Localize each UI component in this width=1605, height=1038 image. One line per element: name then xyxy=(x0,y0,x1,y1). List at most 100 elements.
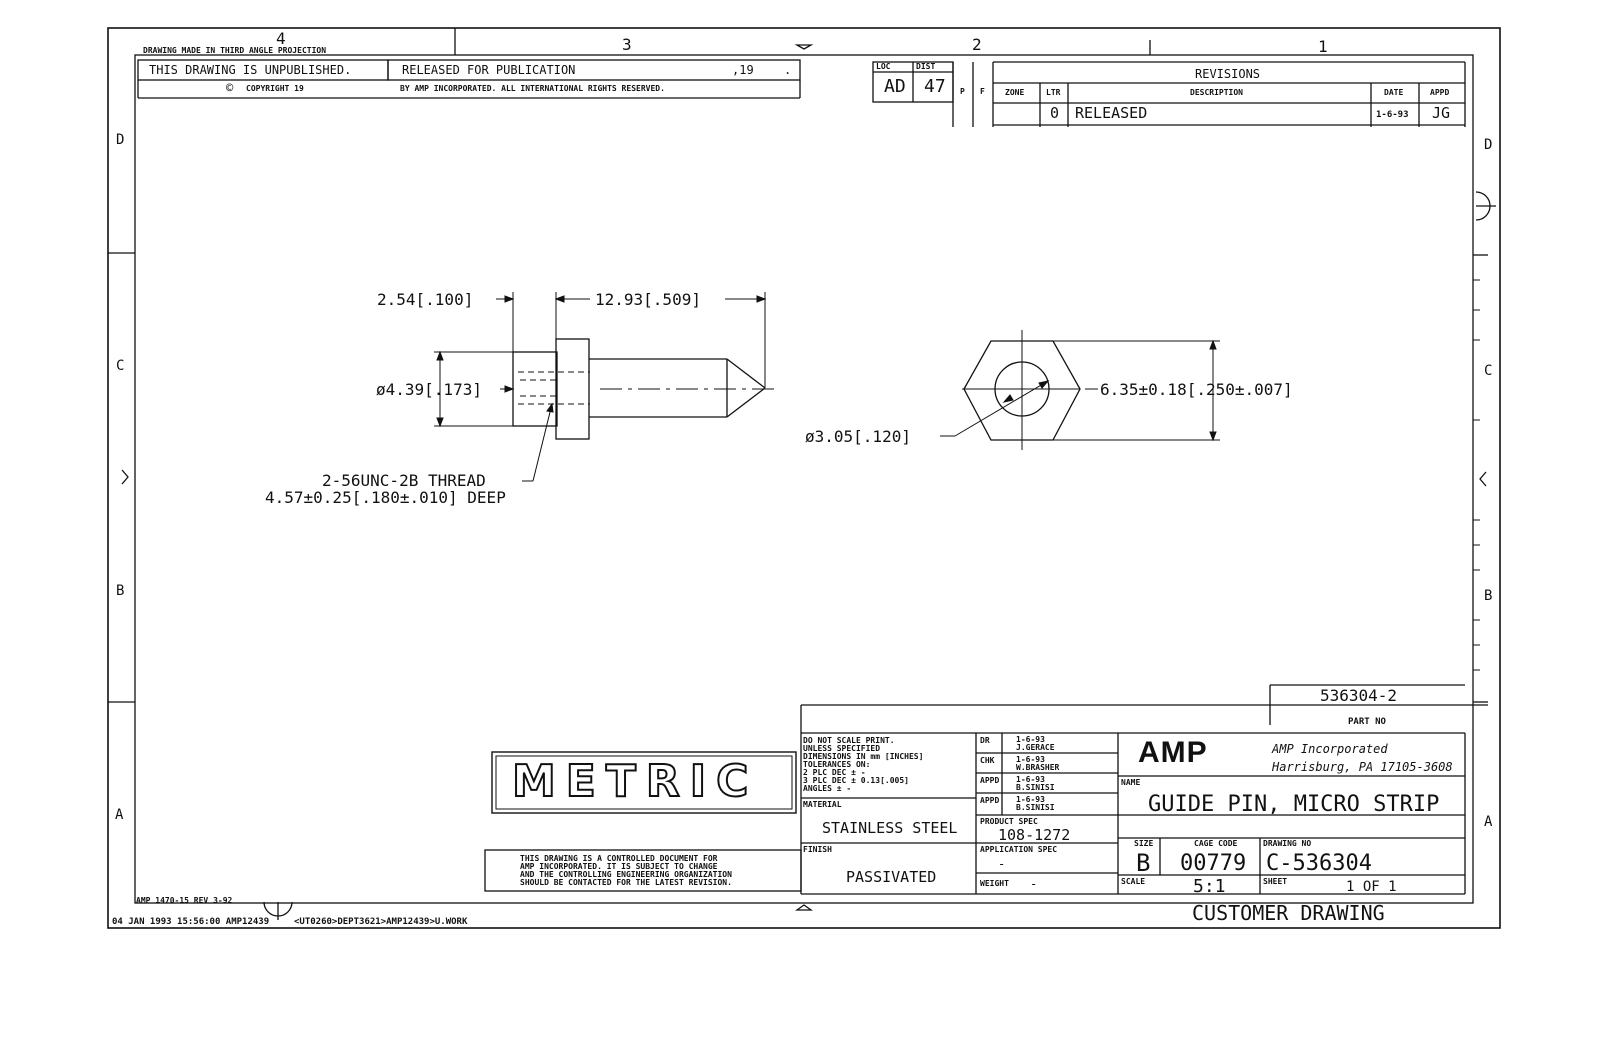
part-number-label: PART NO xyxy=(1348,717,1386,727)
signoff-chk-label: CHK xyxy=(980,756,995,765)
drawing-number-label: DRAWING NO xyxy=(1263,839,1312,848)
loc-value: AD xyxy=(884,76,906,97)
amp-logo: AMP xyxy=(1138,736,1208,769)
general-note-7: ANGLES ± - xyxy=(803,784,852,793)
zone-column-4: 4 xyxy=(276,29,286,48)
form-number: AMP 1470-15 REV 3-92 xyxy=(136,896,233,905)
signoff-dr-label: DR xyxy=(980,736,990,745)
application-spec-value: - xyxy=(998,857,1006,871)
revisions-header-date: DATE xyxy=(1384,88,1404,97)
material-label: MATERIAL xyxy=(803,800,842,809)
dimension-across-flats: 6.35±0.18[.250±.007] xyxy=(1100,380,1293,399)
zone-row-c-left: C xyxy=(116,358,125,374)
controlled-note-line2: AMP INCORPORATED. IT IS SUBJECT TO CHANG… xyxy=(520,862,718,871)
product-spec-label: PRODUCT SPEC xyxy=(980,817,1038,826)
p-label: P xyxy=(960,87,965,96)
thread-callout-line2: 4.57±0.25[.180±.010] DEEP xyxy=(265,488,506,507)
outer-border xyxy=(107,27,1501,929)
weight-label: WEIGHT xyxy=(980,879,1009,888)
zone-row-c-right: C xyxy=(1484,363,1493,379)
pin-side-view xyxy=(512,338,780,440)
general-note-2: UNLESS SPECIFIED xyxy=(803,744,881,753)
size-label: SIZE xyxy=(1134,839,1154,848)
drawing-number-value: C-536304 xyxy=(1266,851,1372,876)
general-note-3: DIMENSIONS IN mm [INCHES] xyxy=(803,752,924,761)
plot-path: <UT0260>DEPT3621>AMP12439>U.WORK xyxy=(294,917,468,927)
f-label: F xyxy=(980,87,985,96)
signoff-chk-name: W.BRASHER xyxy=(1016,763,1060,772)
signoff-appd1-label: APPD xyxy=(980,776,1000,785)
revision-row-appd: JG xyxy=(1432,104,1451,122)
dimension-head-length: 2.54[.100] xyxy=(377,290,474,309)
zone-column-1: 1 xyxy=(1318,37,1328,56)
signoff-dr-date: 1-6-93 xyxy=(1016,735,1045,744)
dist-value: 47 xyxy=(924,76,946,97)
publication-dot: . xyxy=(784,63,792,77)
zone-row-d-left: D xyxy=(116,132,125,148)
signoff-appd2-name: B.SINISI xyxy=(1016,803,1055,812)
signoff-appd2-label: APPD xyxy=(980,796,1000,805)
zone-column-3: 3 xyxy=(622,35,632,54)
cage-code-value: 00779 xyxy=(1180,851,1247,876)
controlled-note-line1: THIS DRAWING IS A CONTROLLED DOCUMENT FO… xyxy=(520,854,718,863)
scale-label: SCALE xyxy=(1121,877,1146,886)
cage-code-label: CAGE CODE xyxy=(1194,839,1238,848)
dist-label: DIST xyxy=(916,62,936,71)
inner-border xyxy=(134,54,1474,904)
material-value: STAINLESS STEEL xyxy=(822,819,958,837)
revisions-header-description: DESCRIPTION xyxy=(1190,88,1243,97)
part-number-value: 536304-2 xyxy=(1320,686,1398,705)
name-label: NAME xyxy=(1121,778,1141,787)
finish-value: PASSIVATED xyxy=(846,868,937,886)
dimension-head-diameter: ø4.39[.173] xyxy=(376,380,482,399)
dimension-overall-length: 12.93[.509] xyxy=(595,290,701,309)
plot-timestamp: 04 JAN 1993 15:56:00 AMP12439 xyxy=(112,917,270,927)
projection-note: DRAWING MADE IN THIRD ANGLE PROJECTION xyxy=(143,46,327,55)
company-name: AMP Incorporated xyxy=(1272,742,1388,756)
metric-stamp: METRIC xyxy=(511,756,759,807)
revisions-header-ltr: LTR xyxy=(1046,88,1061,97)
general-note-4: TOLERANCES ON: xyxy=(803,760,871,769)
general-note-6: 3 PLC DEC ± 0.13[.005] xyxy=(803,776,909,785)
general-note-1: DO NOT SCALE PRINT. xyxy=(803,736,895,745)
revisions-title: REVISIONS xyxy=(1195,67,1261,81)
copyright-note: COPYRIGHT 19 xyxy=(246,84,304,93)
publication-year: ,19 xyxy=(732,63,754,77)
company-address: Harrisburg, PA 17105-3608 xyxy=(1272,760,1453,774)
signoff-appd1-name: B.SINISI xyxy=(1016,783,1055,792)
controlled-note-line3: AND THE CONTROLLING ENGINEERING ORGANIZA… xyxy=(520,870,732,879)
size-value: B xyxy=(1136,849,1151,877)
signoff-appd2-date: 1-6-93 xyxy=(1016,795,1045,804)
zone-row-a-left: A xyxy=(115,807,124,823)
thread-callout-line1: 2-56UNC-2B THREAD xyxy=(322,471,486,490)
loc-label: LOC xyxy=(876,62,891,71)
zone-row-a-right: A xyxy=(1484,814,1493,830)
signoff-chk-date: 1-6-93 xyxy=(1016,755,1045,764)
zone-row-d-right: D xyxy=(1484,137,1493,153)
pin-end-view xyxy=(962,330,1081,450)
signoff-appd1-date: 1-6-93 xyxy=(1016,775,1045,784)
customer-drawing-label: CUSTOMER DRAWING xyxy=(1192,901,1385,925)
general-note-5: 2 PLC DEC ± - xyxy=(803,768,866,777)
revision-row-date: 1-6-93 xyxy=(1376,110,1409,120)
finish-label: FINISH xyxy=(803,845,832,854)
revision-row-ltr: 0 xyxy=(1050,104,1060,122)
scale-value: 5:1 xyxy=(1193,876,1226,897)
zone-row-b-right: B xyxy=(1484,588,1493,604)
revisions-header-zone: ZONE xyxy=(1005,88,1025,97)
released-for-publication: RELEASED FOR PUBLICATION xyxy=(402,63,576,77)
unpublished-note: THIS DRAWING IS UNPUBLISHED. xyxy=(149,63,352,77)
title-block-lines xyxy=(800,684,1488,895)
signoff-dr-name: J.GERACE xyxy=(1016,743,1055,752)
sheet-value: 1 OF 1 xyxy=(1346,879,1397,895)
part-name-value: GUIDE PIN, MICRO STRIP xyxy=(1148,792,1440,817)
revisions-header-appd: APPD xyxy=(1430,88,1450,97)
dimension-hole-diameter: ø3.05[.120] xyxy=(805,427,911,446)
copyright-symbol: © xyxy=(226,81,234,95)
revision-row-description: RELEASED xyxy=(1075,104,1148,122)
controlled-note-line4: SHOULD BE CONTACTED FOR THE LATEST REVIS… xyxy=(520,878,732,887)
sheet-label: SHEET xyxy=(1263,877,1288,886)
rights-note: BY AMP INCORPORATED. ALL INTERNATIONAL R… xyxy=(400,84,665,93)
application-spec-label: APPLICATION SPEC xyxy=(980,845,1058,854)
